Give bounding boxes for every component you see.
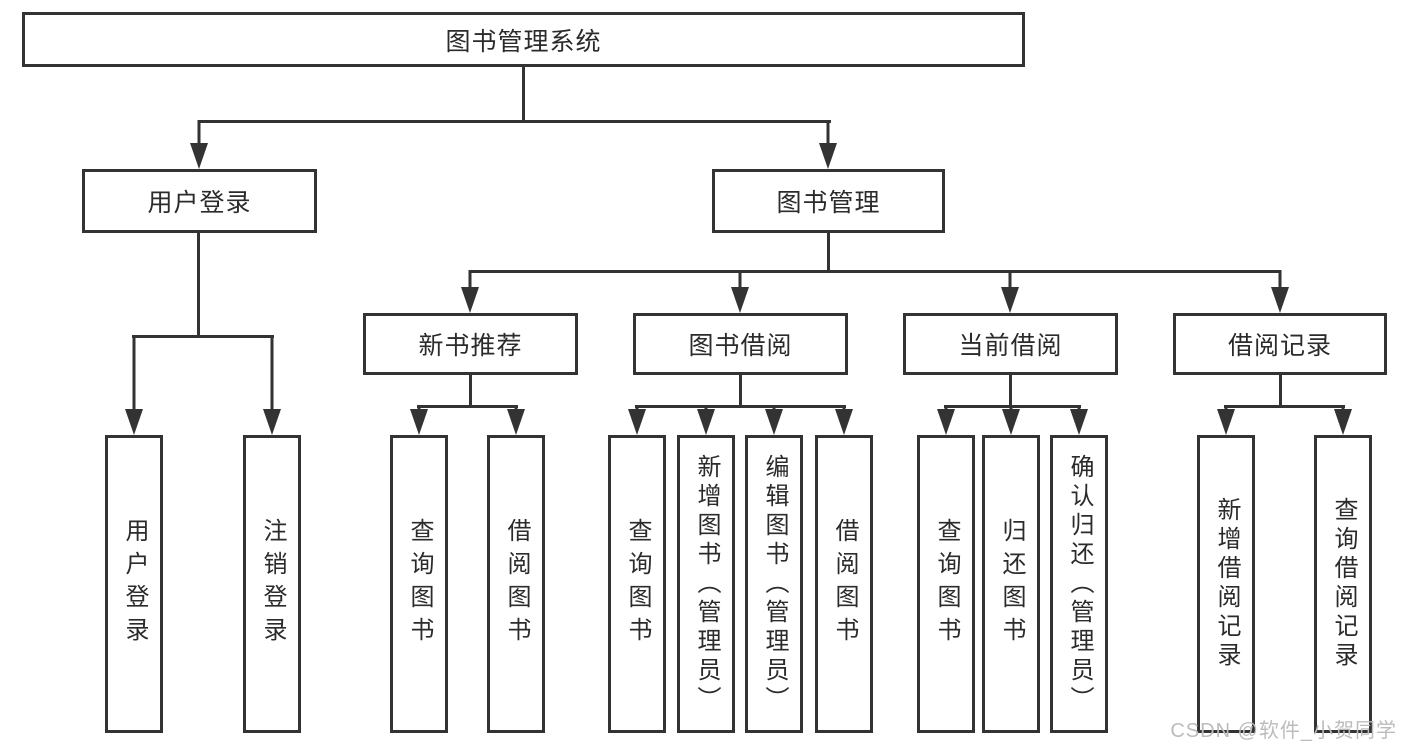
leaf-label: 编辑图书（管理员）	[761, 453, 788, 715]
leaf-logout: 注销登录	[243, 435, 301, 733]
arrow-down-icon	[1217, 405, 1235, 435]
arrow-down-icon	[835, 405, 853, 435]
leaf-label: 借阅图书	[503, 518, 530, 650]
watermark: CSDN @软件_小贺同学	[1170, 720, 1397, 742]
node-current-borrowing: 当前借阅	[903, 313, 1118, 375]
leaf-label: 查询图书	[406, 518, 433, 650]
leaf-label: 查询图书	[624, 518, 651, 650]
arrow-down-icon	[937, 405, 955, 435]
node-user-login: 用户登录	[82, 169, 317, 233]
connector-line	[469, 270, 1281, 273]
leaf-borrow-books: 借阅图书	[487, 435, 545, 733]
arrow-down-icon	[461, 270, 479, 313]
leaf-label: 注销登录	[259, 518, 286, 650]
leaf-label: 查询借阅记录	[1330, 497, 1357, 671]
connector-line	[417, 405, 518, 408]
arrow-down-icon	[1001, 270, 1019, 313]
connector-line	[198, 120, 831, 123]
node-label: 图书管理系统	[445, 27, 602, 56]
arrow-down-icon	[731, 270, 749, 313]
node-label: 当前借阅	[958, 332, 1063, 360]
arrow-down-icon	[410, 405, 428, 435]
leaf-add-books-admin: 新增图书（管理员）	[677, 435, 735, 733]
connector-line	[635, 405, 846, 408]
connector-line	[132, 335, 274, 338]
node-label: 用户登录	[147, 189, 252, 217]
arrow-down-icon	[1002, 405, 1020, 435]
node-borrowing-records: 借阅记录	[1173, 313, 1387, 375]
leaf-label: 归还图书	[998, 518, 1025, 650]
node-label: 借阅记录	[1227, 332, 1332, 360]
arrow-down-icon	[819, 120, 837, 169]
leaf-label: 借阅图书	[831, 518, 858, 650]
arrow-down-icon	[125, 335, 143, 435]
arrow-down-icon	[628, 405, 646, 435]
leaf-label: 查询图书	[933, 518, 960, 650]
arrow-down-icon	[263, 335, 281, 435]
leaf-label: 用户登录	[121, 518, 148, 650]
arrow-down-icon	[1334, 405, 1352, 435]
node-library-management-system: 图书管理系统	[22, 12, 1025, 67]
node-label: 图书管理	[776, 189, 881, 217]
leaf-confirm-return-admin: 确认归还（管理员）	[1050, 435, 1108, 733]
arrow-down-icon	[765, 405, 783, 435]
connector-line	[739, 375, 742, 408]
leaf-user-login: 用户登录	[105, 435, 163, 733]
leaf-label: 新增借阅记录	[1213, 497, 1240, 671]
connector-line	[1279, 375, 1282, 408]
node-book-management: 图书管理	[712, 169, 945, 233]
leaf-label: 确认归还（管理员）	[1066, 453, 1093, 715]
node-label: 图书借阅	[688, 332, 793, 360]
leaf-query-books: 查询图书	[390, 435, 448, 733]
leaf-edit-books-admin: 编辑图书（管理员）	[745, 435, 803, 733]
connector-line	[1224, 405, 1345, 408]
arrow-down-icon	[1271, 270, 1289, 313]
leaf-query-books: 查询图书	[917, 435, 975, 733]
leaf-return-books: 归还图书	[982, 435, 1040, 733]
leaf-label: 新增图书（管理员）	[693, 453, 720, 715]
arrow-down-icon	[507, 405, 525, 435]
connector-line	[197, 233, 200, 338]
node-new-book-recommend: 新书推荐	[363, 313, 578, 375]
connector-line	[469, 375, 472, 408]
leaf-add-borrow-record: 新增借阅记录	[1197, 435, 1255, 733]
arrow-down-icon	[190, 120, 208, 169]
connector-line	[827, 233, 830, 273]
node-label: 新书推荐	[418, 332, 523, 360]
arrow-down-icon	[1070, 405, 1088, 435]
connector-line	[522, 67, 525, 123]
leaf-query-borrow-record: 查询借阅记录	[1314, 435, 1372, 733]
connector-line	[1009, 375, 1012, 408]
leaf-borrow-books: 借阅图书	[815, 435, 873, 733]
node-book-borrowing: 图书借阅	[633, 313, 848, 375]
leaf-query-books: 查询图书	[608, 435, 666, 733]
arrow-down-icon	[697, 405, 715, 435]
